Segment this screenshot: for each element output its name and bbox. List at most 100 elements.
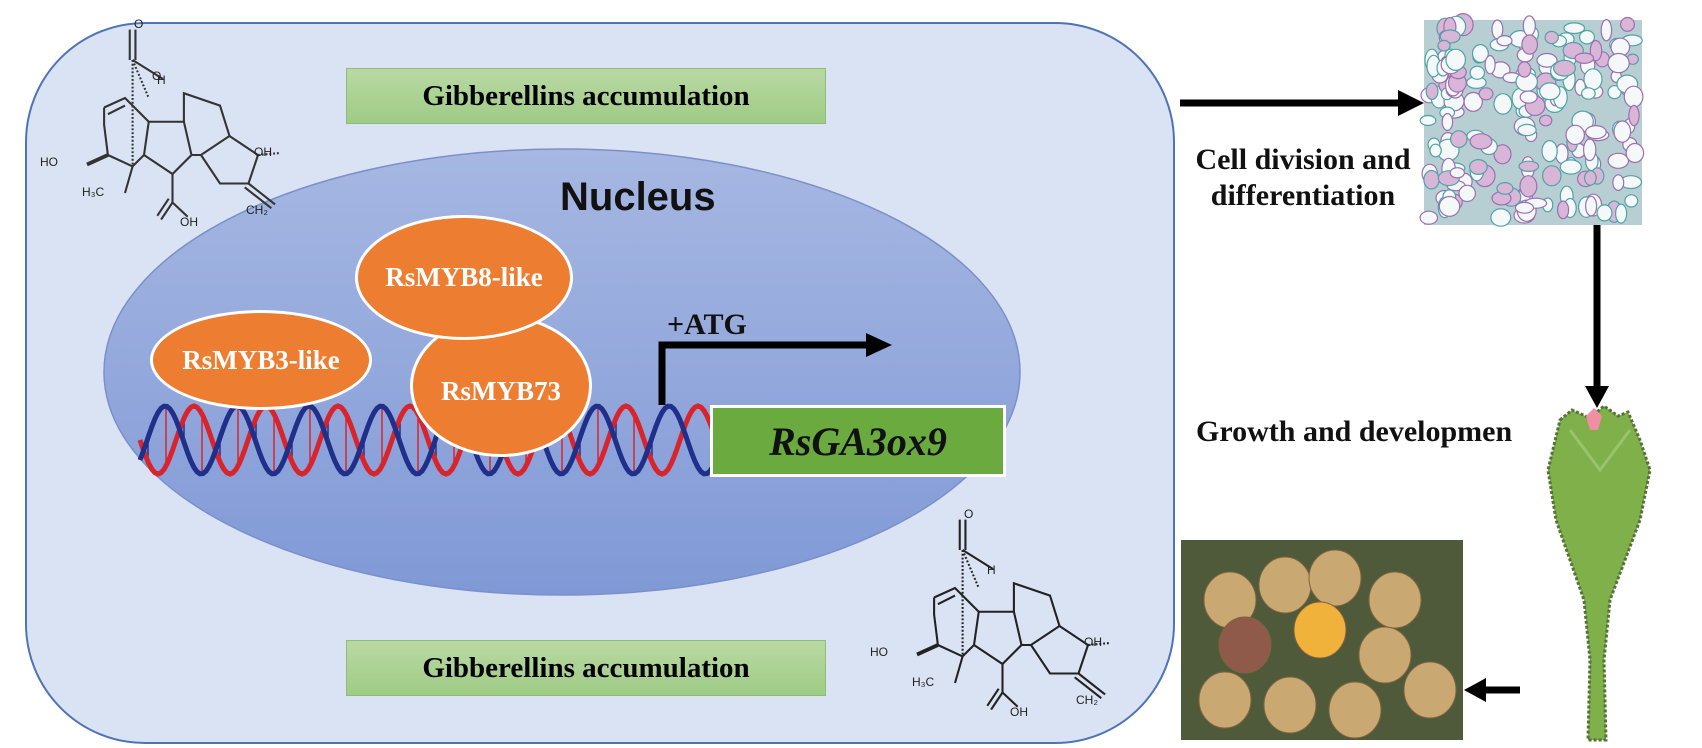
protein-rsmyb3-like: RsMYB3-like bbox=[150, 310, 372, 410]
micrograph-cell bbox=[1544, 30, 1559, 45]
micrograph-cell bbox=[1584, 125, 1607, 140]
atom-label: CH₂ bbox=[246, 203, 268, 217]
micrograph-cell bbox=[1536, 52, 1558, 68]
gibberellin-molecule-top bbox=[86, 29, 279, 221]
micrograph-cell bbox=[1541, 140, 1558, 163]
atom-label: OH bbox=[180, 215, 198, 229]
gibberellin-molecule-bottom bbox=[916, 519, 1109, 711]
micrograph-cell bbox=[1458, 184, 1476, 203]
micrograph-cell bbox=[1518, 160, 1540, 172]
micrograph-cell bbox=[1429, 143, 1442, 158]
micrograph-cell bbox=[1425, 82, 1439, 101]
atom-label: OH bbox=[1084, 635, 1102, 649]
cell-division-label: Cell division and differentiation bbox=[1183, 142, 1423, 214]
micrograph-cell bbox=[1607, 152, 1630, 169]
micrograph-cell bbox=[1496, 35, 1513, 47]
fruit bbox=[1293, 601, 1347, 659]
micrograph-cell bbox=[1449, 167, 1466, 179]
micrograph-cell bbox=[1519, 90, 1538, 104]
micrograph-cell bbox=[1419, 210, 1439, 225]
micrograph-cell bbox=[1539, 82, 1561, 101]
atom-label: OH bbox=[254, 145, 272, 159]
micrograph-cell bbox=[1624, 194, 1639, 208]
atom-label: CH₂ bbox=[1076, 693, 1098, 707]
micrograph-cell bbox=[1496, 181, 1514, 195]
fruit bbox=[1403, 661, 1457, 719]
micrograph-cell bbox=[1600, 19, 1613, 42]
micrograph-cell bbox=[1441, 112, 1454, 131]
gibberellins-accumulation-label-top: Gibberellins accumulation bbox=[346, 68, 826, 124]
atom-label: O bbox=[964, 507, 973, 521]
micrograph-cell bbox=[1468, 159, 1488, 176]
fruit bbox=[1258, 556, 1312, 614]
atom-label: H₃C bbox=[82, 185, 105, 199]
micrograph-cell bbox=[1469, 133, 1493, 150]
micrograph-cell bbox=[1522, 15, 1536, 37]
micrograph-cell bbox=[1490, 208, 1512, 227]
micrograph-cell bbox=[1419, 114, 1437, 127]
gene-rsga3ox9: RsGA3ox9 bbox=[710, 405, 1006, 477]
micrograph-cell bbox=[1614, 203, 1628, 224]
micrograph-cell bbox=[1612, 174, 1625, 192]
micrograph-cell bbox=[1514, 201, 1535, 214]
fruit bbox=[1218, 616, 1272, 674]
micrograph-cell bbox=[1556, 200, 1570, 220]
micrograph-cell bbox=[1596, 204, 1613, 222]
atom-label: H bbox=[987, 563, 996, 577]
micrograph-cell bbox=[1628, 104, 1640, 127]
transcription-start-label: +ATG bbox=[667, 308, 747, 341]
micrograph-cell bbox=[1445, 48, 1466, 71]
gibberellins-accumulation-label-bottom: Gibberellins accumulation bbox=[346, 640, 826, 696]
atom-label: HO bbox=[870, 645, 888, 659]
fruit bbox=[1368, 571, 1422, 629]
micrograph-cell bbox=[1584, 195, 1598, 217]
atom-label: HO bbox=[40, 155, 58, 169]
micrograph-cell bbox=[1580, 87, 1596, 100]
fruit-cluster-photo bbox=[1181, 540, 1463, 740]
fruit bbox=[1328, 681, 1382, 739]
micrograph-cell bbox=[1484, 54, 1496, 75]
micrograph-cell bbox=[1521, 34, 1539, 55]
micrograph-cell bbox=[1519, 175, 1538, 198]
fruit bbox=[1263, 676, 1317, 734]
micrograph-cell bbox=[1625, 142, 1645, 164]
micrograph-cell bbox=[1574, 52, 1595, 64]
micrograph-cell bbox=[1471, 43, 1489, 63]
micrograph-cell bbox=[1438, 195, 1461, 217]
atom-label: O bbox=[134, 17, 143, 31]
micrograph-cell bbox=[1469, 65, 1486, 80]
cell-section-micrograph bbox=[1419, 13, 1645, 227]
micrograph-cell bbox=[1437, 39, 1451, 52]
micrograph-cell bbox=[1619, 16, 1635, 32]
fruit bbox=[1198, 671, 1252, 729]
micrograph-cell bbox=[1542, 165, 1562, 187]
micrograph-cell bbox=[1423, 169, 1440, 190]
micrograph-cell bbox=[1578, 29, 1595, 45]
arrow-to-growth bbox=[1585, 225, 1609, 408]
micrograph-cell bbox=[1583, 169, 1597, 186]
nucleus-title: Nucleus bbox=[560, 175, 716, 219]
micrograph-cell bbox=[1478, 87, 1494, 101]
arrow-to-fruit bbox=[1464, 678, 1520, 702]
micrograph-cell bbox=[1493, 144, 1512, 165]
micrograph-cell bbox=[1439, 29, 1461, 44]
micrograph-cell bbox=[1559, 159, 1582, 175]
micrograph-cell bbox=[1563, 22, 1586, 35]
atom-label: H₃C bbox=[912, 675, 935, 689]
micrograph-cell bbox=[1552, 59, 1576, 77]
micrograph-cell bbox=[1607, 52, 1630, 74]
micrograph-cell bbox=[1582, 138, 1597, 162]
atom-label: OH bbox=[1010, 705, 1028, 719]
micrograph-cell bbox=[1583, 68, 1603, 91]
micrograph-cell bbox=[1623, 85, 1644, 108]
transcription-start-arrow bbox=[658, 333, 892, 405]
atom-label: H bbox=[157, 73, 166, 87]
flower-bud-photo bbox=[1546, 404, 1652, 742]
fruit bbox=[1358, 626, 1412, 684]
micrograph-cell bbox=[1565, 124, 1585, 146]
arrow-to-cell-division bbox=[1180, 90, 1424, 116]
micrograph-cell bbox=[1517, 123, 1537, 137]
micrograph-cell bbox=[1450, 130, 1468, 149]
growth-development-label: Growth and developmen bbox=[1196, 415, 1513, 448]
micrograph-cell bbox=[1613, 120, 1632, 143]
